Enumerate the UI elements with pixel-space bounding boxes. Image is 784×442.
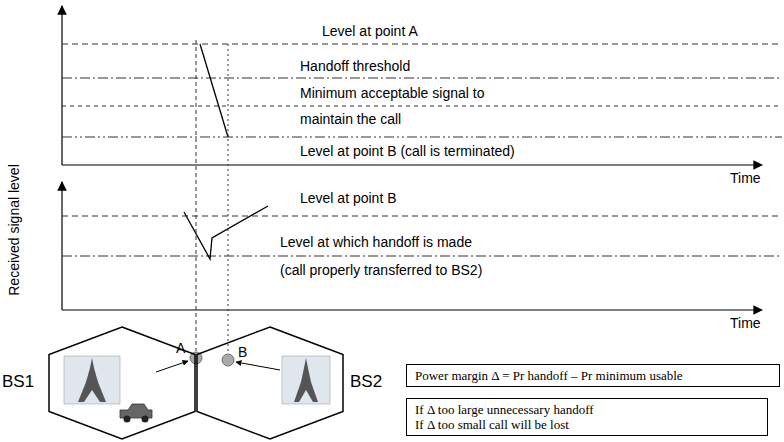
car-icon [120,404,152,418]
station-label: BS1 [2,372,34,392]
point-marker [222,354,234,366]
level-line [62,137,782,138]
level-label: Minimum acceptable signal to maintain th… [300,80,515,132]
x-axis [62,164,762,165]
level-label: Level at which handoff is made [280,234,472,250]
tower-icon [86,381,98,383]
city-picture [64,356,120,404]
pointer-arrow [156,361,188,372]
level-line [62,78,782,79]
level-label: Handoff threshold [300,58,410,74]
point-label: B [238,344,247,360]
y-axis [61,6,62,165]
level-line [62,44,782,45]
hexagon-outline [196,326,344,440]
level-line [62,216,782,217]
tower-icon [78,358,106,402]
level-label: Level at point B (call is terminated) [300,143,515,159]
pointer-arrow [236,362,280,370]
guide-line [196,40,197,351]
hexagon-outline [49,327,195,439]
cell-hexagon: BS1 [48,326,196,440]
note-text: If Δ too large unnecessary handoff [415,402,759,417]
x-axis [62,309,762,310]
axis-label: Received signal level [6,164,22,296]
tower-icon [294,358,318,402]
level-label: Level at point B [300,190,397,206]
level-line [62,256,782,257]
signal-trace [200,44,228,137]
signal-trace [184,206,268,259]
y-axis [61,182,62,310]
hexagon-outline [48,326,196,440]
car-wheel [142,416,149,423]
hexagon-outline [197,327,343,439]
guide-line [228,44,229,353]
level-label: Level at point A [322,23,418,39]
note-text: If Δ too small call will be lost [415,417,759,432]
station-label: BS2 [350,372,382,392]
cell-hexagon: BS2 [196,326,344,440]
axis-label: Time [730,315,761,331]
note-box: Power margin Δ = Pr handoff – Pr minimum… [406,364,780,387]
note-text: Power margin Δ = Pr handoff – Pr minimum… [415,368,771,383]
city-picture [282,356,330,404]
note-box: If Δ too large unnecessary handoffIf Δ t… [406,398,768,436]
level-label: (call properly transferred to BS2) [280,262,482,278]
level-line [62,106,782,107]
car-wheel [124,416,131,423]
tower-icon [301,381,311,383]
axis-label: Time [730,170,761,186]
